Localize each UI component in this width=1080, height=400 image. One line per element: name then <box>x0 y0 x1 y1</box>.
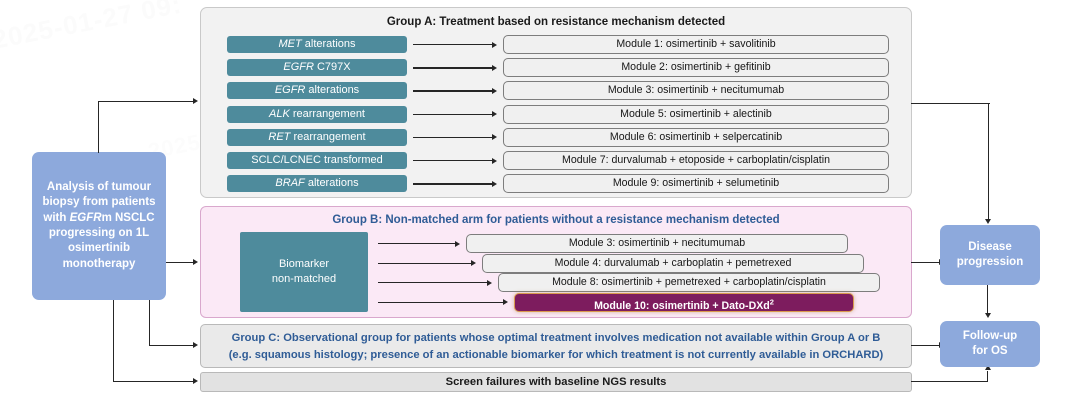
connector-biomarker-to-module <box>413 183 492 185</box>
arrowhead-module <box>492 111 497 118</box>
connector-groupa-exit-horizontal <box>911 103 990 105</box>
group-c-line-1: Group C: Observational group for patient… <box>231 332 881 344</box>
module-box-label: Module 10: osimertinib + Dato-DXd2 <box>594 297 774 312</box>
connector-groupa-exit-vertical <box>988 103 990 220</box>
connector-entry-to-groupa-vertical <box>98 101 100 153</box>
arrowhead-module <box>471 260 476 266</box>
group-b-title: Group B: Non-matched arm for patients wi… <box>332 214 780 226</box>
module-box-highlighted: Module 10: osimertinib + Dato-DXd2 <box>514 292 854 312</box>
biomarker-chip: ALK rearrangement <box>227 105 407 123</box>
module-box-label: Module 3: osimertinib + necitumumab <box>607 84 785 97</box>
biomarker-chip-label: ALK rearrangement <box>268 107 365 120</box>
connector-nonmatched-to-module <box>378 243 455 245</box>
module-box-label: Module 5: osimertinib + alectinib <box>620 107 772 120</box>
connector-biomarker-to-module <box>413 90 492 92</box>
module-box: Module 8: osimertinib + pemetrexed + car… <box>498 273 880 292</box>
connector-nonmatched-to-module <box>378 301 503 303</box>
connector-groupb-exit <box>911 262 940 264</box>
arrowhead-groupb-entry <box>193 259 198 265</box>
connector-screenfail-exit-vertical <box>987 371 989 382</box>
entry-box-label: Analysis of tumour biopsy from patients … <box>42 181 156 270</box>
arrowhead-followup-bottom <box>984 365 991 370</box>
connector-entry-to-groupa-horizontal <box>98 101 194 103</box>
entry-box: Analysis of tumour biopsy from patients … <box>32 152 166 300</box>
arrowhead-module <box>492 64 497 71</box>
biomarker-chip-label: SCLC/LCNEC transformed <box>251 154 383 166</box>
arrowhead-module <box>487 279 492 286</box>
connector-biomarker-to-module <box>413 67 492 69</box>
biomarker-non-matched-block: Biomarker non-matched <box>240 232 368 312</box>
arrowhead-module <box>455 240 460 247</box>
followup-for-os-box: Follow-up for OS <box>940 321 1040 367</box>
followup-for-os-label: Follow-up for OS <box>962 329 1018 357</box>
biomarker-non-matched-label: Biomarker non-matched <box>271 258 337 285</box>
arrowhead-screenfail-entry <box>193 378 198 384</box>
group-c-panel: Group C: Observational group for patient… <box>200 324 912 368</box>
arrowhead-module <box>492 157 497 164</box>
module-box-label: Module 8: osimertinib + pemetrexed + car… <box>552 276 826 288</box>
module-box-label: Module 7: durvalumab + etoposide + carbo… <box>562 154 830 166</box>
screen-failures-label: Screen failures with baseline NGS result… <box>445 376 667 388</box>
connector-groupc-exit <box>911 345 940 347</box>
module-box: Module 3: osimertinib + necitumumab <box>466 234 848 253</box>
biomarker-chip: SCLC/LCNEC transformed <box>227 152 407 169</box>
connector-entry-to-screenfail-horizontal <box>113 381 194 383</box>
connector-entry-to-screenfail-vertical <box>113 300 115 382</box>
module-box: Module 6: osimertinib + selpercatinib <box>503 127 889 147</box>
connector-entry-to-groupc-horizontal <box>149 345 194 347</box>
connector-biomarker-to-module <box>413 44 492 46</box>
arrowhead-disease-progression-top <box>985 219 991 224</box>
disease-progression-label: Disease progression <box>956 240 1024 268</box>
group-c-line-2: (e.g. squamous histology; presence of an… <box>228 349 884 361</box>
connector-entry-to-groupb <box>166 262 194 264</box>
module-box: Module 2: osimertinib + gefitinib <box>503 58 889 78</box>
connector-screenfail-exit-horizontal <box>911 381 988 383</box>
biomarker-chip-label: EGFR alterations <box>274 84 360 97</box>
module-box: Module 9: osimertinib + selumetinib <box>503 174 889 194</box>
connector-nonmatched-to-module <box>378 262 471 264</box>
arrowhead-module <box>492 41 497 48</box>
arrowhead-module <box>492 87 497 94</box>
module-box-label: Module 6: osimertinib + selpercatinib <box>609 130 783 143</box>
biomarker-chip-label: BRAF alterations <box>275 177 359 190</box>
biomarker-chip: EGFR alterations <box>227 82 407 100</box>
connector-entry-to-groupc-vertical <box>149 300 151 346</box>
screen-failures-panel: Screen failures with baseline NGS result… <box>200 372 912 392</box>
arrowhead-module <box>503 299 508 305</box>
module-box: Module 3: osimertinib + necitumumab <box>503 81 889 101</box>
group-c-text: Group C: Observational group for patient… <box>211 330 901 364</box>
biomarker-chip-label: EGFR C797X <box>283 61 351 74</box>
group-a-title: Group A: Treatment based on resistance m… <box>386 16 726 28</box>
connector-nonmatched-to-module <box>378 282 487 284</box>
biomarker-chip: MET alterations <box>227 36 407 53</box>
biomarker-chip: RET rearrangement <box>227 128 407 146</box>
biomarker-chip-label: MET alterations <box>278 38 356 50</box>
disease-progression-box: Disease progression <box>940 225 1040 285</box>
module-box-label: Module 9: osimertinib + selumetinib <box>612 177 780 190</box>
module-box-label: Module 3: osimertinib + necitumumab <box>568 237 746 249</box>
connector-biomarker-to-module <box>413 160 492 162</box>
module-box: Module 4: durvalumab + carboplatin + pem… <box>482 253 864 273</box>
module-box-label: Module 2: osimertinib + gefitinib <box>621 61 771 74</box>
module-box: Module 1: osimertinib + savolitinib <box>503 35 889 54</box>
biomarker-chip-label: RET rearrangement <box>268 130 366 143</box>
arrowhead-followup-top <box>984 313 991 318</box>
connector-biomarker-to-module <box>413 136 492 139</box>
arrowhead-module <box>492 134 497 141</box>
module-box: Module 5: osimertinib + alectinib <box>503 104 889 124</box>
arrowhead-groupc-entry <box>193 342 198 348</box>
module-box-label: Module 1: osimertinib + savolitinib <box>616 38 776 50</box>
biomarker-chip: BRAF alterations <box>227 175 407 193</box>
arrowhead-module <box>492 180 497 187</box>
connector-progression-to-followup <box>987 285 989 315</box>
module-box-label: Module 4: durvalumab + carboplatin + pem… <box>554 256 792 269</box>
biomarker-chip: EGFR C797X <box>227 59 407 77</box>
module-box: Module 7: durvalumab + etoposide + carbo… <box>503 151 889 170</box>
connector-biomarker-to-module <box>413 113 492 115</box>
arrowhead-groupa-entry <box>193 98 198 104</box>
